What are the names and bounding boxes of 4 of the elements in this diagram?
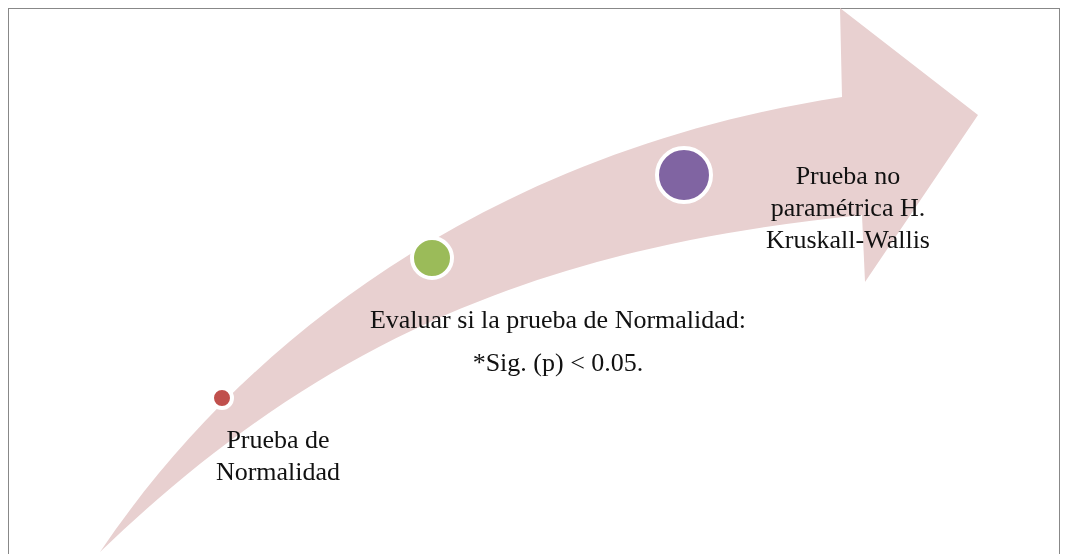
step-text: Prueba no paramétrica H. Kruskall-Wallis — [765, 160, 931, 256]
step-text: Prueba de Normalidad — [214, 424, 342, 488]
step-text: Evaluar si la prueba de Normalidad: — [368, 304, 748, 336]
step-text: *Sig. (p) < 0.05. — [471, 347, 645, 379]
